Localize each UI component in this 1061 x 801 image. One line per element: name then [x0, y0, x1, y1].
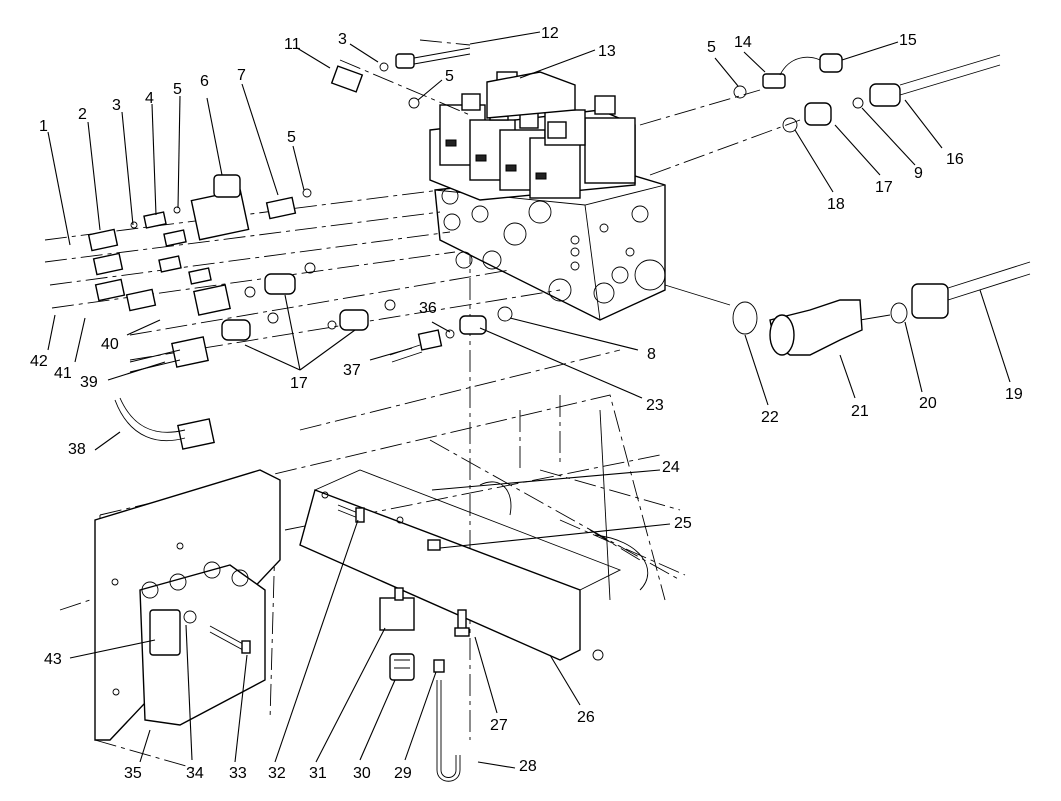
callout-2: 2 [78, 106, 87, 123]
callout-3: 3 [112, 97, 121, 114]
mid-fittings [389, 306, 513, 363]
callout-5d: 5 [707, 39, 716, 56]
callout-36: 36 [419, 300, 437, 317]
callout-9: 9 [914, 165, 923, 182]
callout-25: 25 [674, 515, 692, 532]
callout-15: 15 [899, 32, 917, 49]
callout-30: 30 [353, 765, 371, 782]
callout-43: 43 [44, 651, 62, 668]
callout-39: 39 [80, 374, 98, 391]
cable-28 [433, 659, 461, 782]
callout-labels: 1 2 3 4 5 6 7 5 3 11 12 13 5 5 14 15 16 … [30, 25, 1023, 782]
callout-33: 33 [229, 765, 247, 782]
callout-29: 29 [394, 765, 412, 782]
controller-plate [94, 469, 281, 741]
callout-34: 34 [186, 765, 204, 782]
callout-1: 1 [39, 118, 48, 135]
screw-27 [454, 609, 470, 637]
solenoid-valve-stack [429, 71, 636, 201]
callout-8: 8 [647, 346, 656, 363]
callout-24: 24 [662, 459, 680, 476]
callout-17: 17 [875, 179, 893, 196]
callout-5b: 5 [287, 129, 296, 146]
callout-18: 18 [827, 196, 845, 213]
chassis-phantom-lines [59, 170, 686, 771]
callout-31: 31 [309, 765, 327, 782]
callout-42: 42 [30, 353, 48, 370]
callout-5c: 5 [445, 68, 454, 85]
part-31-switch [379, 587, 415, 631]
callout-35: 35 [124, 765, 142, 782]
top-fittings [330, 47, 1001, 133]
callout-11: 11 [284, 36, 301, 53]
callout-13: 13 [598, 43, 616, 60]
callout-41: 41 [54, 365, 72, 382]
callout-6: 6 [200, 73, 209, 90]
mounting-bracket [299, 469, 622, 661]
bolt-32 [337, 504, 365, 523]
callout-4: 4 [145, 90, 154, 107]
callout-3b: 3 [338, 31, 347, 48]
callout-27: 27 [490, 717, 508, 734]
callout-leaders [47, 31, 1011, 769]
callout-38: 38 [68, 441, 86, 458]
callout-5: 5 [173, 81, 182, 98]
callout-37: 37 [343, 362, 361, 379]
callout-23: 23 [646, 397, 664, 414]
callout-17b: 17 [290, 375, 308, 392]
callout-32: 32 [268, 765, 286, 782]
callout-26: 26 [577, 709, 595, 726]
callout-14: 14 [734, 34, 752, 51]
callout-20: 20 [919, 395, 937, 412]
nut-25 [427, 539, 441, 551]
callout-21: 21 [851, 403, 869, 420]
left-fittings [87, 174, 396, 450]
callout-12: 12 [541, 25, 559, 42]
part-30-connector [389, 653, 415, 681]
callout-16: 16 [946, 151, 964, 168]
callout-40: 40 [101, 336, 119, 353]
callout-22: 22 [761, 409, 779, 426]
callout-7: 7 [237, 67, 246, 84]
bolt-33 [209, 625, 251, 654]
callout-19: 19 [1005, 386, 1023, 403]
right-fittings [732, 261, 1031, 356]
callout-28: 28 [519, 758, 537, 775]
